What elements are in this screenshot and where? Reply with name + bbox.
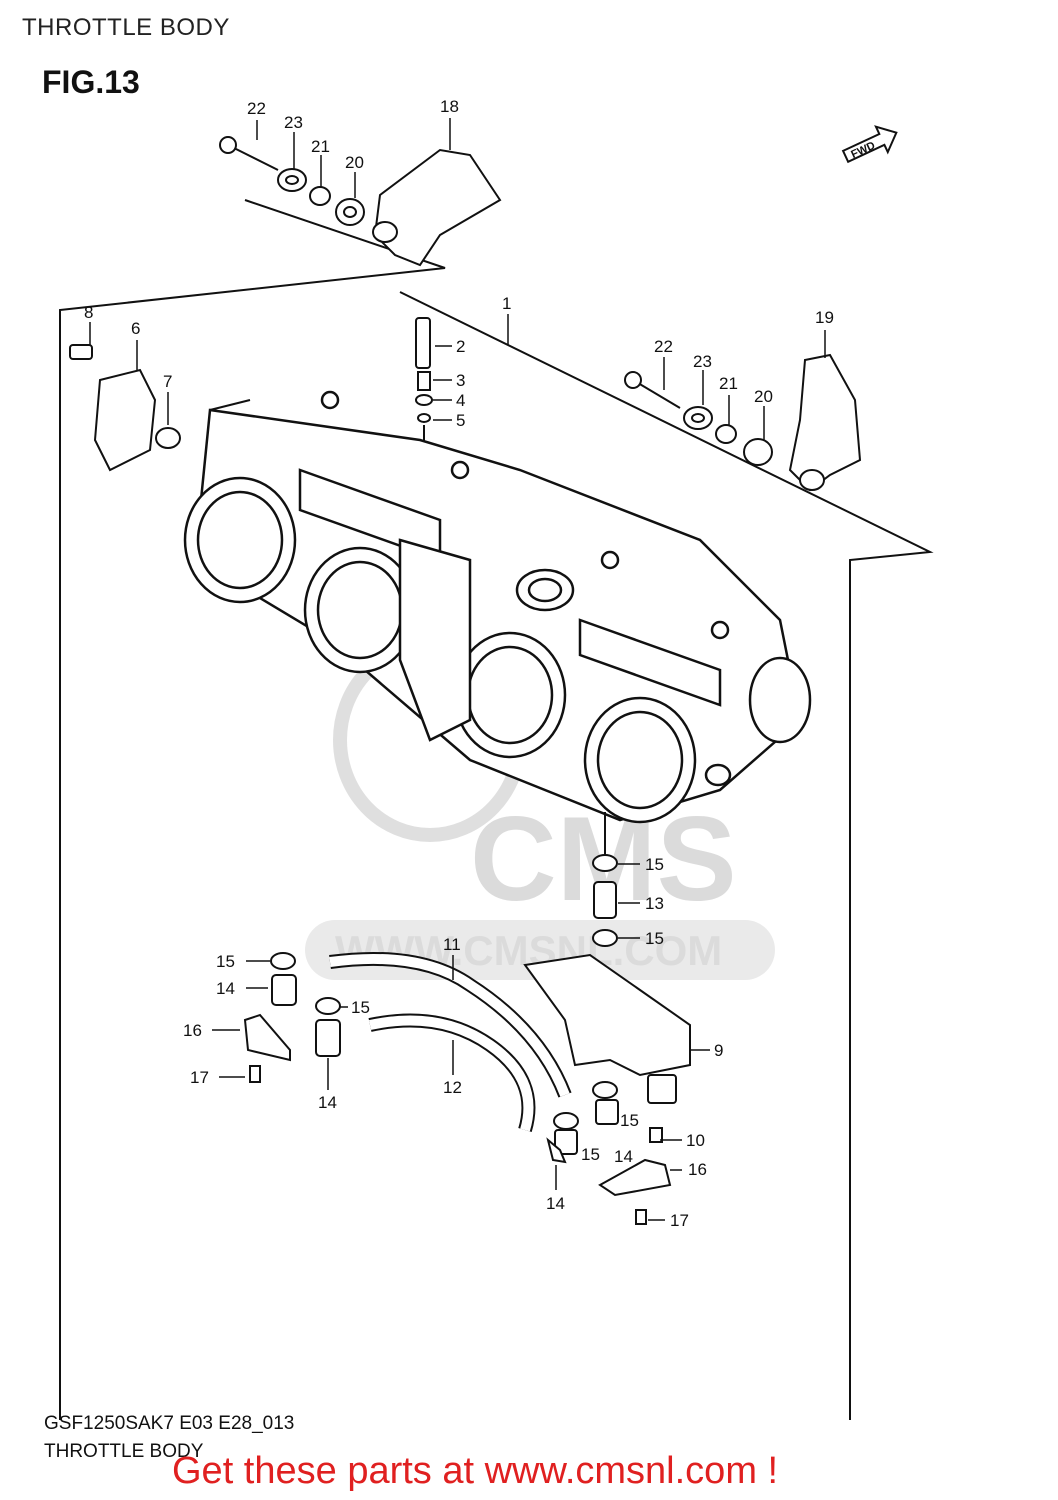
injector-stack: [415, 317, 433, 470]
callout-20-right: 20: [754, 387, 773, 406]
callout-15-left: 15: [216, 952, 235, 971]
callout-21-top: 21: [311, 137, 330, 156]
cta-link[interactable]: Get these parts at www.cmsnl.com !: [172, 1450, 779, 1492]
fwd-label: FWD: [849, 140, 877, 161]
callout-13: 13: [645, 894, 664, 913]
callout-10: 10: [686, 1131, 705, 1150]
callout-15-left-b: 15: [351, 998, 370, 1017]
callout-2: 2: [456, 337, 465, 356]
callout-22-right: 22: [654, 337, 673, 356]
callout-9: 9: [714, 1041, 723, 1060]
fwd-direction-icon: FWD: [841, 125, 898, 164]
callout-15-d: 15: [581, 1145, 600, 1164]
callout-14-left-b: 14: [318, 1093, 337, 1112]
callout-23-right: 23: [693, 352, 712, 371]
right-bracket-group: [624, 353, 862, 492]
top-bracket-group: [219, 136, 502, 267]
callout-3: 3: [456, 371, 465, 390]
assembly-frame: [59, 199, 934, 1420]
figure-label: FIG.13: [42, 64, 140, 100]
callout-4: 4: [456, 391, 465, 410]
leader-lines: [89, 118, 826, 1221]
callout-14-d: 14: [546, 1194, 565, 1213]
callout-23-top: 23: [284, 113, 303, 132]
callout-11: 11: [443, 935, 461, 954]
lower-parts: [243, 812, 691, 1225]
callout-17-left: 17: [190, 1068, 209, 1087]
callout-labels: 22 23 21 20 18 1 2 3 4 5 8 6 7 22 23 21 …: [84, 97, 834, 1230]
callout-14-c: 14: [614, 1147, 633, 1166]
callout-19: 19: [815, 308, 834, 327]
throttle-position-sensor: [69, 344, 181, 472]
callout-15-a: 15: [645, 855, 664, 874]
callout-21-right: 21: [719, 374, 738, 393]
callout-12: 12: [443, 1078, 462, 1097]
callout-7: 7: [163, 372, 172, 391]
callout-16-right: 16: [688, 1160, 707, 1179]
callout-20-top: 20: [345, 153, 364, 172]
callout-6: 6: [131, 319, 140, 338]
model-code: GSF1250SAK7 E03 E28_013: [44, 1413, 295, 1434]
callout-16-left: 16: [183, 1021, 202, 1040]
callout-22-top: 22: [247, 99, 266, 118]
callout-17-right: 17: [670, 1211, 689, 1230]
callout-1: 1: [502, 294, 511, 313]
callout-14-left: 14: [216, 979, 235, 998]
footer-title: THROTTLE BODY: [44, 1441, 204, 1462]
callout-8: 8: [84, 303, 93, 322]
callout-15-b: 15: [645, 929, 664, 948]
callout-5: 5: [456, 411, 465, 430]
callout-15-c: 15: [620, 1111, 639, 1130]
callout-18: 18: [440, 97, 459, 116]
throttle-body-assembly: [183, 390, 812, 824]
page-header-title: THROTTLE BODY: [22, 14, 230, 41]
